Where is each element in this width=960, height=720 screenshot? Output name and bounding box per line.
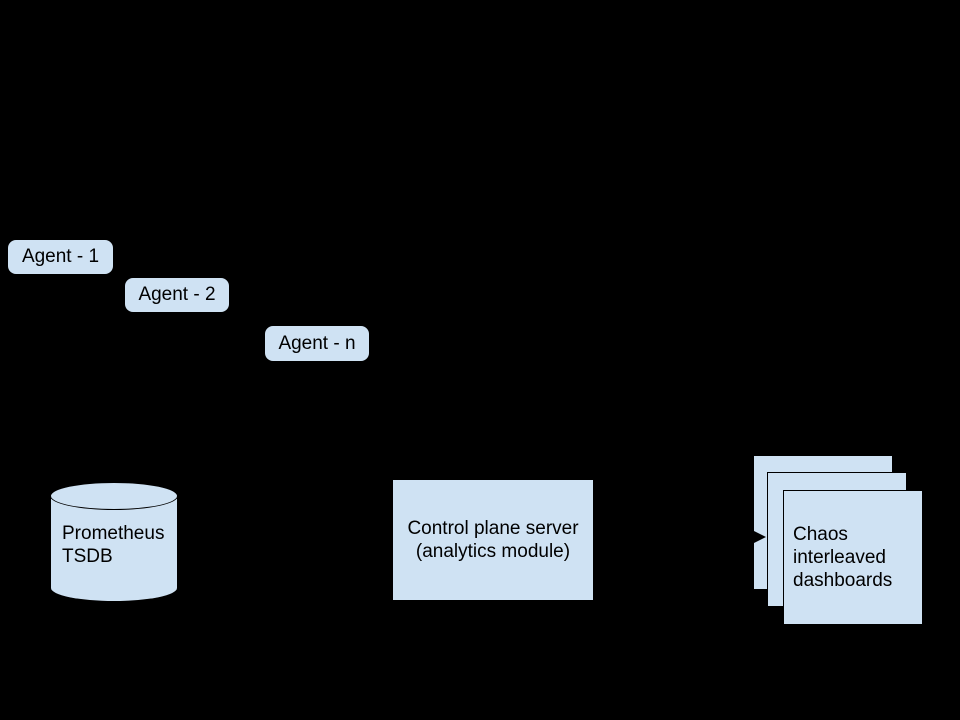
prometheus-tsdb-label-line1: Prometheus: [62, 523, 165, 544]
control-plane-server-node: Control plane server (analytics module): [393, 480, 593, 600]
prometheus-tsdb-node: Prometheus TSDB: [50, 482, 178, 602]
server-to-dashboards-connector-line: [593, 535, 752, 537]
dashboards-label-line1: Chaos: [793, 524, 848, 545]
agent-2-label: Agent - 2: [138, 284, 216, 305]
cylinder-top-ellipse: [50, 482, 178, 510]
prometheus-tsdb-label-line2: TSDB: [62, 546, 113, 567]
arrowhead-icon: [750, 529, 766, 545]
agent-1-label: Agent - 1: [21, 246, 100, 267]
control-plane-server-label-line2: (analytics module): [415, 541, 571, 562]
agent-n-node: Agent - n: [265, 326, 369, 361]
agent-1-node: Agent - 1: [8, 240, 113, 274]
control-plane-server-label: Control plane server (analytics module): [407, 517, 578, 563]
dashboard-card-front: Chaos interleaved dashboards: [783, 490, 923, 625]
dashboards-label: Chaos interleaved dashboards: [793, 523, 922, 592]
dashboards-label-line2: interleaved: [793, 547, 886, 568]
cylinder-body: [50, 496, 178, 602]
prometheus-tsdb-label: Prometheus TSDB: [62, 522, 164, 568]
control-plane-server-label-line1: Control plane server: [407, 518, 579, 539]
agent-2-node: Agent - 2: [125, 278, 229, 312]
agent-n-label: Agent - n: [278, 332, 356, 354]
dashboards-label-line3: dashboards: [793, 570, 893, 591]
